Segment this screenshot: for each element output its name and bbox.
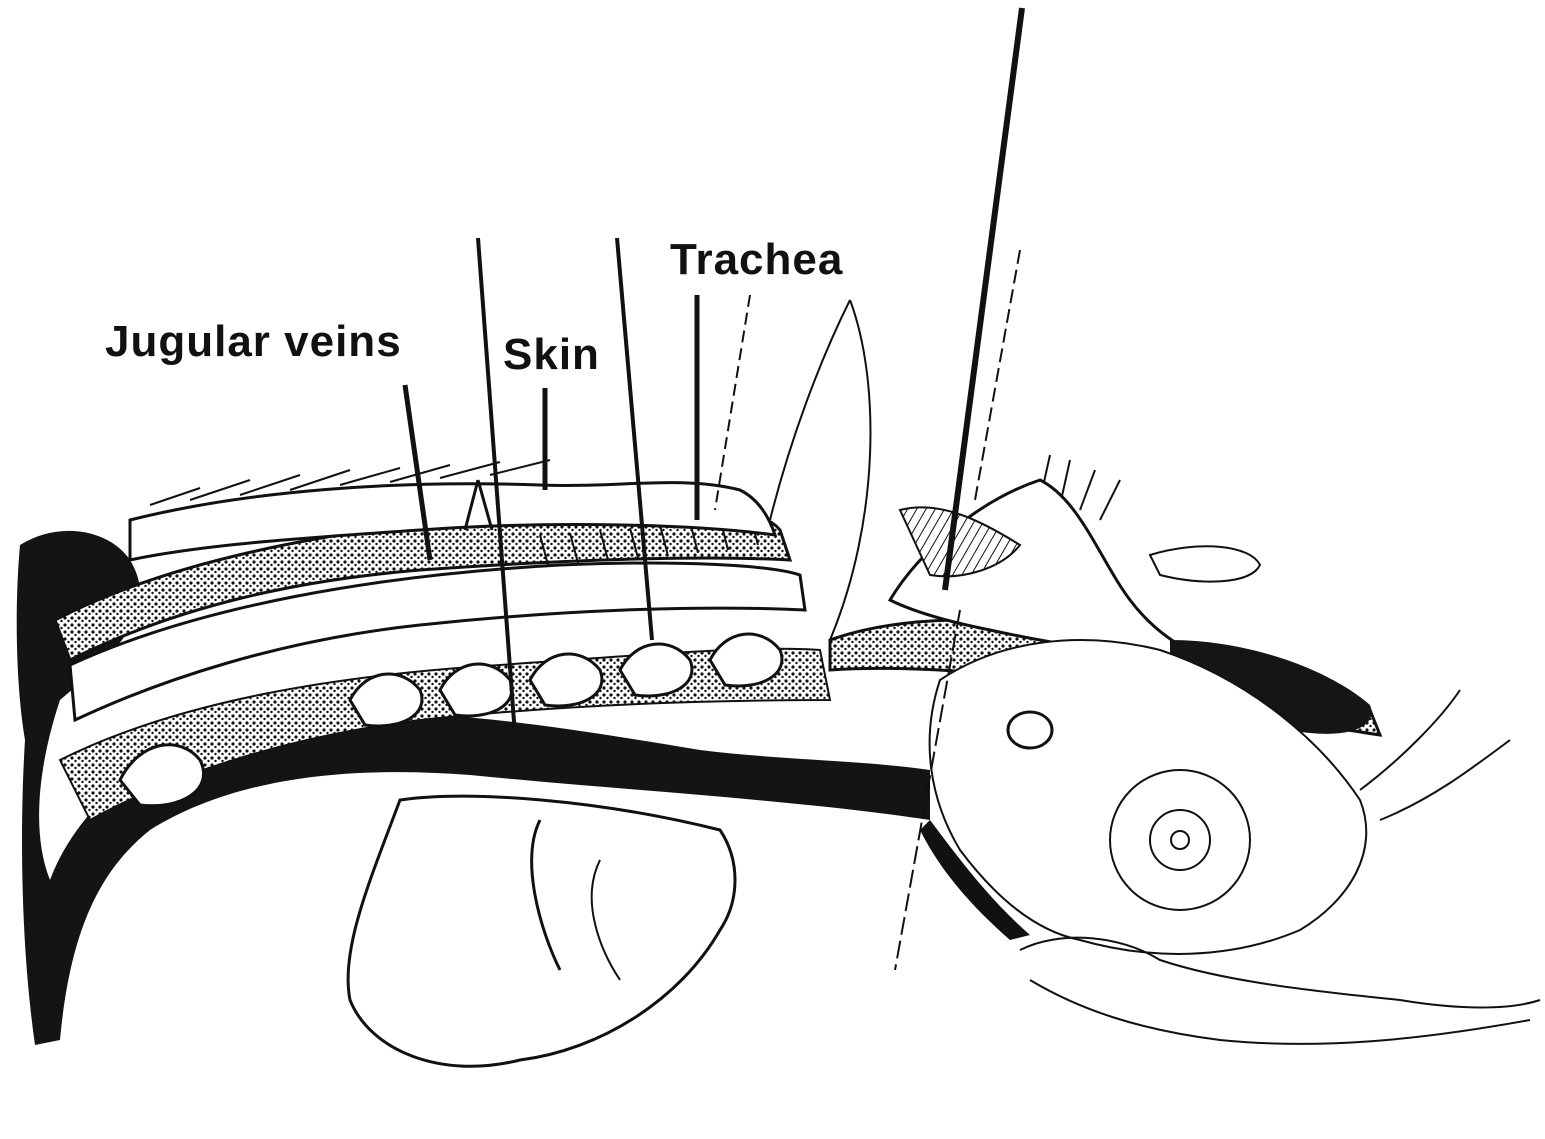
dashed-guide-line xyxy=(975,250,1020,500)
ear-contour xyxy=(1150,546,1260,581)
neck-fold xyxy=(348,796,735,1066)
chin-folds xyxy=(1020,938,1540,1044)
small-ring xyxy=(1008,712,1052,748)
label-skin: Skin xyxy=(503,333,600,377)
leader-trachea-dashed xyxy=(715,295,750,510)
label-trachea: Trachea xyxy=(670,238,843,282)
leader-trachea-curve-b xyxy=(830,300,870,640)
leader-trachea-curve-a xyxy=(770,300,850,520)
face-contours xyxy=(1360,690,1510,820)
label-jugular-veins: Jugular veins xyxy=(105,320,402,364)
